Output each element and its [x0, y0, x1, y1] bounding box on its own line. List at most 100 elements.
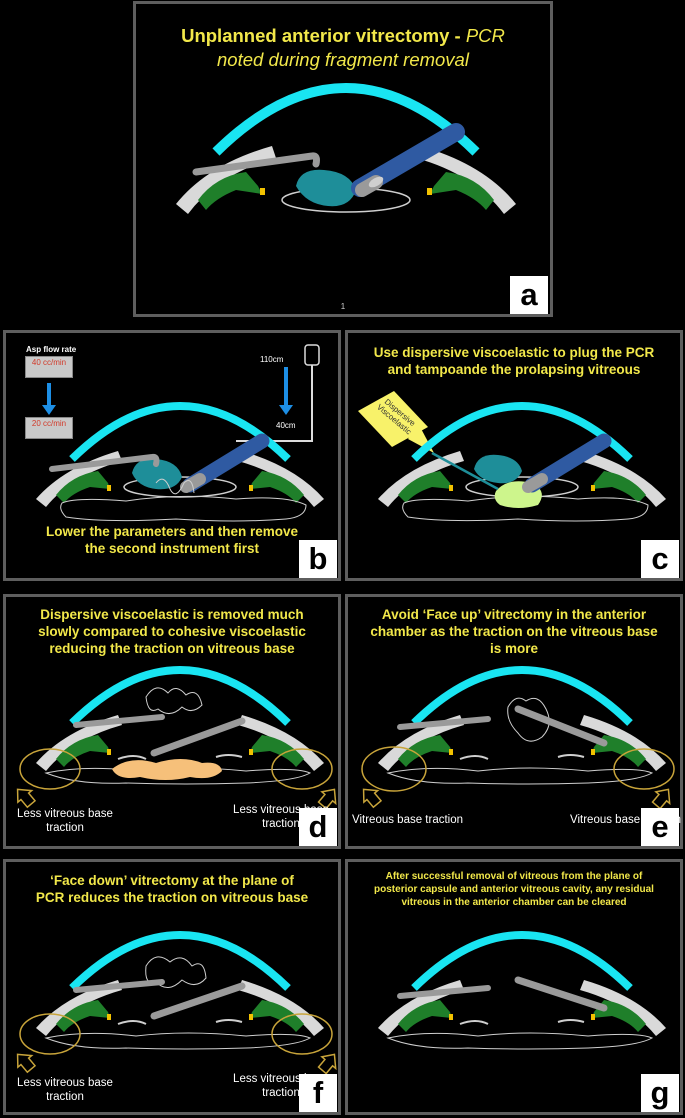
panel-e-letter: e — [641, 808, 679, 846]
panel-b-letter: b — [299, 540, 337, 578]
phaco-probe — [351, 123, 465, 197]
capsule-remnant-right — [557, 754, 585, 758]
panel-a: Unplanned anterior vitrectomy - PCR note… — [133, 1, 553, 317]
capsule-remnant-right — [215, 754, 243, 758]
sclera-right — [580, 715, 666, 771]
prolapsing-vitreous — [155, 478, 195, 495]
cornea — [212, 83, 480, 156]
bottle-height-arrow — [279, 367, 293, 415]
ring-right — [271, 748, 333, 790]
vitrector — [514, 976, 608, 1012]
capsule-remnant-right — [557, 1019, 585, 1023]
ring-right — [271, 1013, 333, 1055]
iris-right — [430, 172, 494, 210]
iris-left — [56, 471, 110, 503]
sclera-right — [580, 980, 666, 1036]
sclera-right — [238, 451, 324, 507]
asp-flow-label: Asp flow rate — [26, 345, 77, 354]
iris-left — [398, 735, 452, 767]
phaco-probe — [522, 433, 612, 493]
panel-f-letter: f — [299, 1074, 337, 1112]
wound-marker-left — [260, 188, 265, 195]
lens-nucleus — [132, 458, 182, 490]
panel-e-left-label: Vitreous base traction — [352, 814, 464, 826]
vitreous-strands — [145, 687, 203, 714]
panel-f: ‘Face down’ vitrectomy at the plane of P… — [3, 859, 341, 1115]
vitrector — [150, 982, 246, 1020]
panel-f-left-label: Less vitreous base traction — [17, 1077, 113, 1103]
vitreous-outline — [60, 495, 307, 522]
bottle-high-label: 110cm — [260, 355, 284, 364]
lens-nucleus — [474, 454, 522, 484]
panel-g-letter: g — [641, 1074, 679, 1112]
vitreous-outline — [44, 1032, 312, 1050]
panel-b: Asp flow rate 40 cc/min 20 cc/min 110cm … — [3, 330, 341, 581]
second-instrument — [397, 985, 491, 999]
panel-c-letter: c — [641, 540, 679, 578]
cornea — [411, 666, 633, 726]
iris-left — [398, 471, 452, 503]
bottle-low-label: 40cm — [276, 421, 296, 430]
flow-box-high: 40 cc/min — [25, 356, 73, 378]
iris-right — [250, 1000, 304, 1032]
panel-c-title: Use dispersive viscoelastic to plug the … — [373, 345, 655, 377]
arrow-left — [16, 1053, 37, 1074]
panel-d-letter: d — [299, 808, 337, 846]
panel-e-eye-diagram — [361, 666, 675, 810]
iris-right — [250, 735, 304, 767]
infusion-bottle — [304, 344, 320, 366]
sclera-right — [238, 980, 324, 1036]
panel-g-eye-diagram — [378, 931, 666, 1050]
flow-box-low: 20 cc/min — [25, 417, 73, 439]
capsule-remnant-left — [117, 755, 147, 760]
iris-right — [250, 471, 304, 503]
arrow-right — [651, 788, 671, 810]
phaco-probe — [180, 433, 270, 493]
second-instrument — [73, 714, 165, 728]
orange-ovd — [112, 759, 222, 780]
ring-right — [613, 748, 675, 790]
lens-nucleus — [296, 169, 356, 207]
panel-c-eye-diagram — [358, 391, 666, 522]
sclera-left — [378, 715, 464, 771]
sclera-left — [378, 451, 464, 507]
panel-a-title-line2: noted during fragment removal — [217, 49, 469, 70]
panel-a-title-pcr: PCR — [465, 25, 505, 46]
cannula — [431, 451, 499, 491]
capsule-remnant-left — [459, 755, 489, 760]
sclera-left — [36, 980, 122, 1036]
panel-d-title: Dispersive viscoelastic is removed much … — [38, 607, 306, 656]
panel-d: Dispersive viscoelastic is removed much … — [3, 594, 341, 849]
capsule-remnant-left — [459, 1020, 489, 1025]
ring-left — [19, 1013, 81, 1055]
cornea — [69, 931, 291, 991]
sclera-right — [580, 451, 666, 507]
vitreous-outline — [402, 495, 649, 522]
vitreous-outline — [386, 1032, 654, 1050]
vitrector — [150, 717, 246, 757]
cornea — [411, 931, 633, 991]
arrow-right — [317, 1053, 337, 1075]
panel-b-caption: Lower the parameters and then remove the… — [45, 524, 299, 556]
panel-g-title: After successful removal of vitreous fro… — [374, 871, 654, 908]
panel-e: Avoid ‘Face up’ vitrectomy in the anteri… — [345, 594, 683, 849]
second-instrument — [397, 716, 491, 730]
panel-b-eye-diagram — [36, 344, 324, 522]
panel-e-title: Avoid ‘Face up’ vitrectomy in the anteri… — [370, 607, 658, 656]
capsule-remnant-left — [117, 1020, 147, 1025]
arrow-right — [317, 788, 337, 810]
panel-a-title: Unplanned anterior vitrectomy - PCR note… — [136, 24, 550, 72]
panel-c: Use dispersive viscoelastic to plug the … — [345, 330, 683, 581]
iris-right — [592, 471, 646, 503]
panel-a-letter: a — [510, 276, 548, 314]
panel-d-left-label: Less vitreous base traction — [17, 808, 113, 834]
iris-left — [56, 1000, 110, 1032]
second-instrument — [192, 152, 320, 176]
panel-a-title-line1: Unplanned anterior vitrectomy - — [181, 25, 466, 46]
panel-d-eye-diagram — [16, 666, 337, 810]
slide-number: 1 — [340, 302, 346, 311]
second-instrument — [49, 453, 160, 472]
panel-f-title: ‘Face down’ vitrectomy at the plane of P… — [35, 873, 309, 905]
arrow-left — [362, 788, 383, 809]
panel-g: After successful removal of vitreous fro… — [345, 859, 683, 1115]
